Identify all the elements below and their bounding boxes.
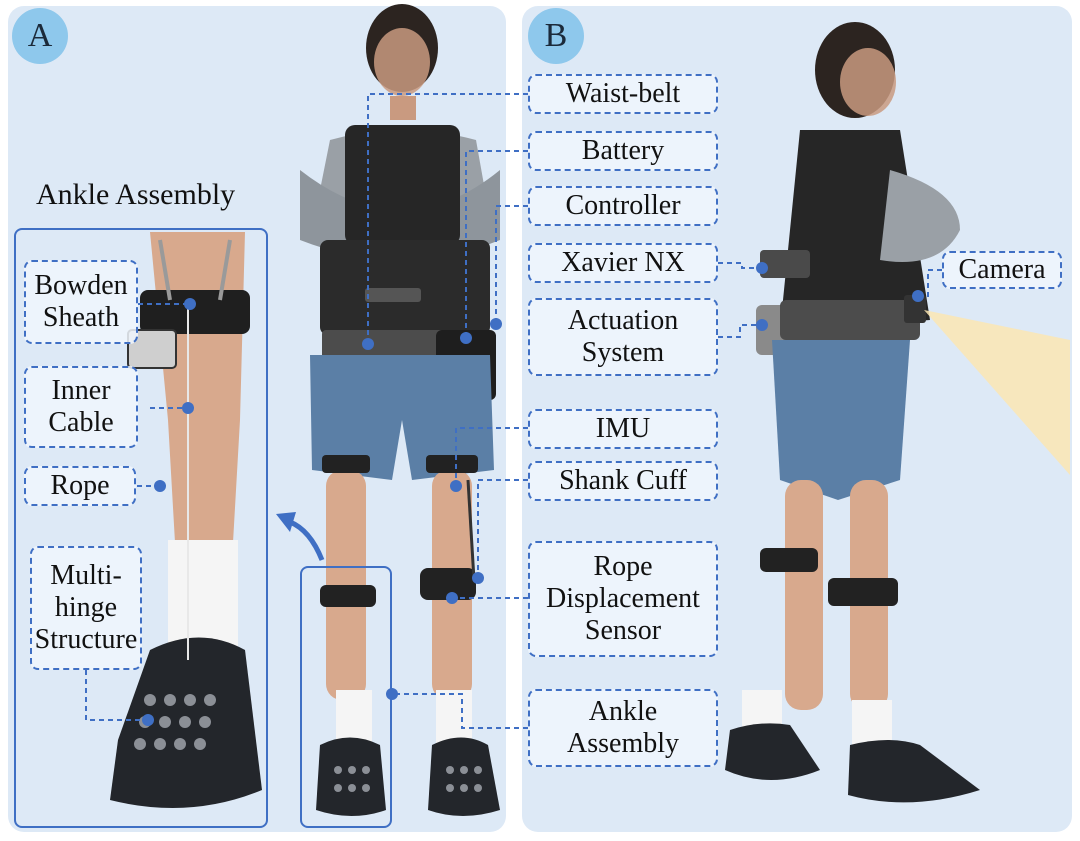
hinge-dot bbox=[142, 714, 154, 726]
label-battery: Battery bbox=[528, 131, 718, 171]
zoom-arrow-head bbox=[276, 512, 296, 532]
shorts-side bbox=[772, 340, 910, 500]
ankle-zoom-leg bbox=[110, 232, 262, 808]
waist-belt-front bbox=[320, 240, 490, 335]
rope-dot bbox=[154, 480, 166, 492]
panel-b-badge: B bbox=[528, 8, 584, 64]
label-rope: Rope bbox=[24, 466, 136, 506]
battery-dot bbox=[460, 332, 472, 344]
actuation-dot bbox=[756, 319, 768, 331]
inner-cable-dot bbox=[182, 402, 194, 414]
label-shank-cuff: Shank Cuff bbox=[528, 461, 718, 501]
xavier-box bbox=[760, 250, 810, 278]
imu-dot bbox=[450, 480, 462, 492]
controller-dot bbox=[490, 318, 502, 330]
person-side bbox=[725, 22, 1070, 803]
label-xavier-nx: Xavier NX bbox=[528, 243, 718, 283]
shank-dot bbox=[472, 572, 484, 584]
panel-a-badge: A bbox=[12, 8, 68, 64]
label-controller: Controller bbox=[528, 186, 718, 226]
person-front bbox=[300, 4, 500, 816]
shorts-front bbox=[310, 355, 494, 480]
waist-dot bbox=[362, 338, 374, 350]
bowden-dot bbox=[184, 298, 196, 310]
label-camera: Camera bbox=[942, 251, 1062, 289]
ankle-zoom-frame bbox=[14, 228, 268, 828]
ankle-asm-dot bbox=[386, 688, 398, 700]
vest-front bbox=[345, 125, 460, 245]
label-waist-belt: Waist-belt bbox=[528, 74, 718, 114]
camera-body bbox=[904, 295, 926, 323]
xavier-dot bbox=[756, 262, 768, 274]
zoom-arrow bbox=[288, 519, 325, 561]
camera-dot bbox=[912, 290, 924, 302]
ankle-assembly-title: Ankle Assembly bbox=[36, 178, 236, 211]
rope-disp-dot bbox=[446, 592, 458, 604]
label-imu: IMU bbox=[528, 409, 718, 449]
camera-view-cone bbox=[924, 310, 1070, 475]
